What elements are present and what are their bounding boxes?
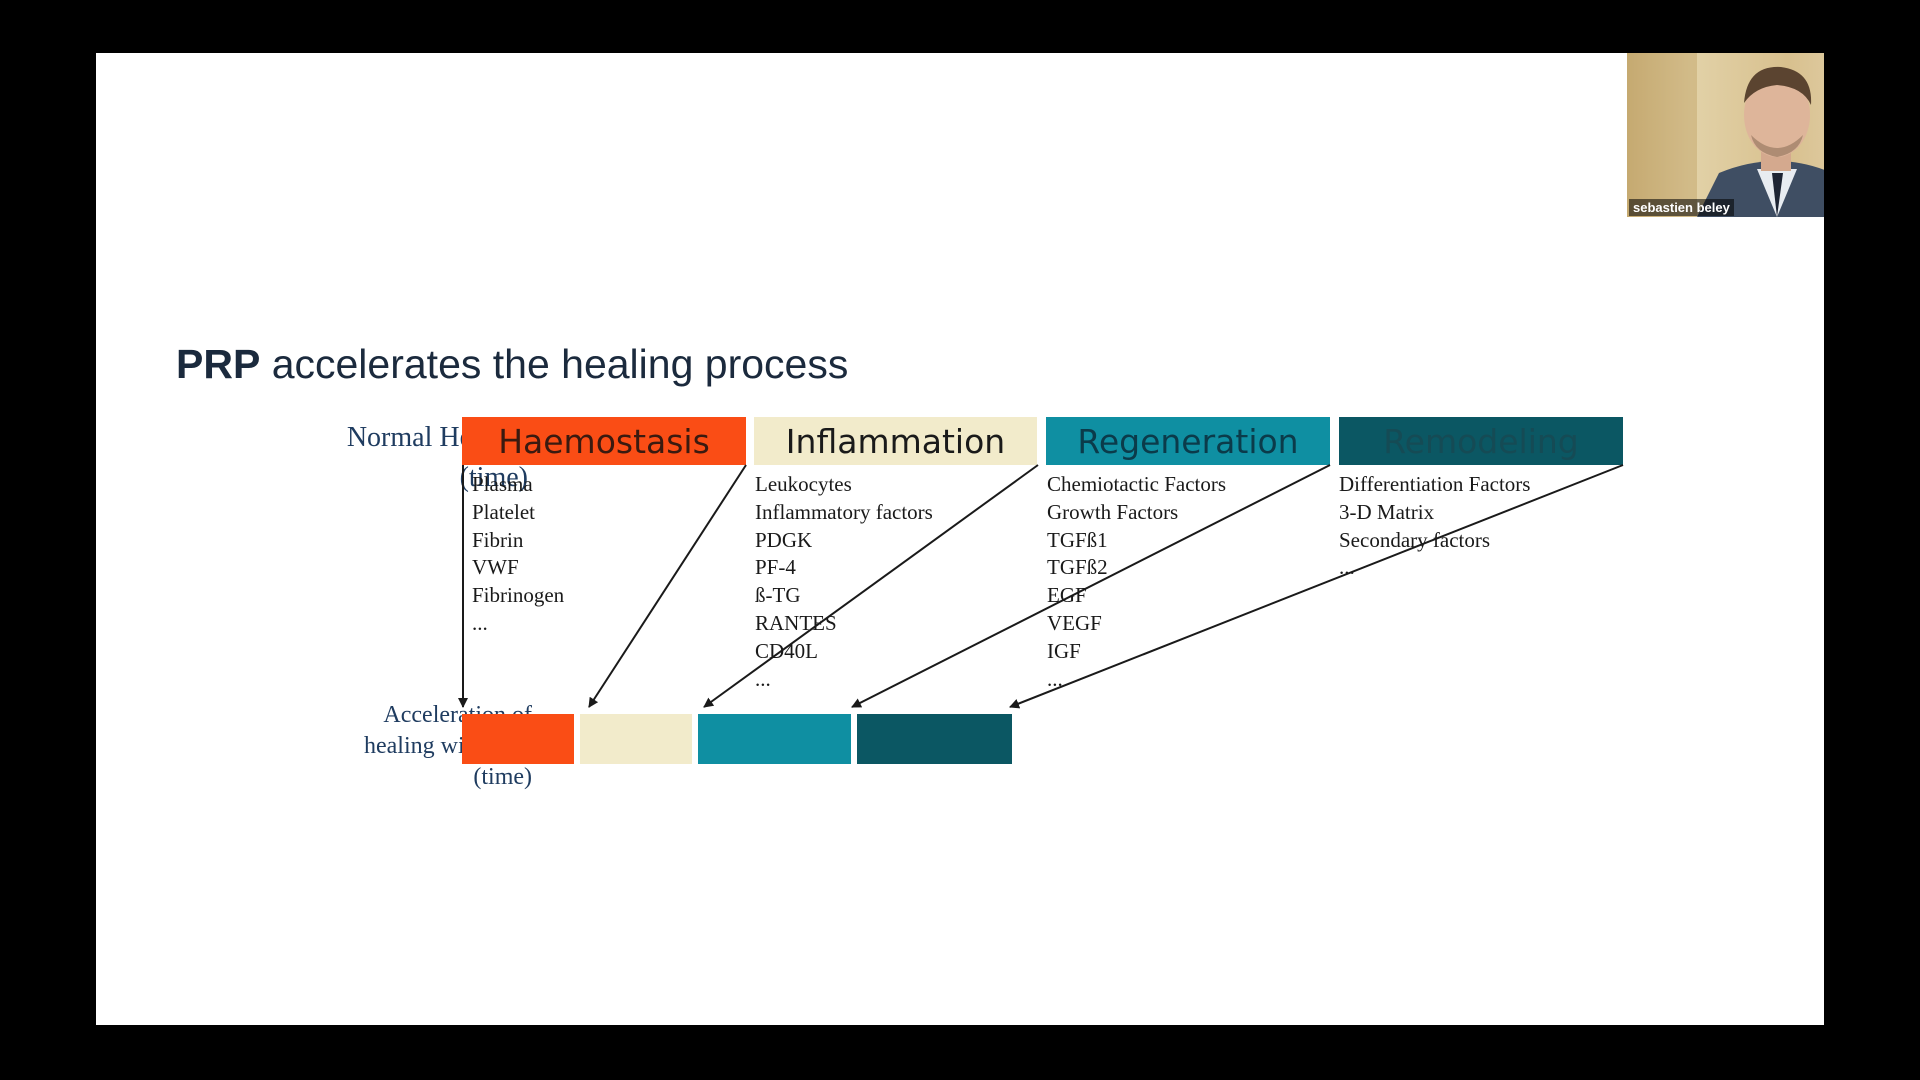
factor-item: ... <box>755 666 771 691</box>
participant-video <box>1627 53 1824 217</box>
factor-item: Differentiation Factors <box>1339 472 1531 496</box>
phase-header-inflammation: Inflammation <box>754 417 1037 465</box>
arrow-haemostasis-end <box>588 464 747 708</box>
factor-list-inflammation: Leukocytes Inflammatory factors PDGK PF-… <box>755 471 933 693</box>
factor-item: CD40L <box>755 638 818 663</box>
factor-list-haemostasis: Plasma Platelet Fibrin VWF Fibrinogen ..… <box>472 471 564 638</box>
factor-item: Plasma <box>472 472 533 496</box>
factor-item: RANTES <box>755 610 837 635</box>
factor-item: Leukocytes <box>755 472 852 496</box>
presentation-slide: PRP accelerates the healing process Norm… <box>96 53 1824 1025</box>
accel-block-regeneration <box>698 714 851 764</box>
factor-item: ... <box>1339 555 1355 580</box>
normal-healing-label-line: (time) <box>459 462 528 493</box>
factor-item: EGF <box>1047 583 1087 608</box>
factor-item: TGFß1 <box>1047 527 1108 552</box>
accel-block-haemostasis <box>462 714 574 764</box>
factor-item: ... <box>1047 666 1063 691</box>
factor-item: Fibrinogen <box>472 583 565 608</box>
factor-list-remodeling: Differentiation Factors 3-D Matrix Secon… <box>1339 471 1530 582</box>
factor-item: 3-D Matrix <box>1339 499 1435 524</box>
acceleration-label-line: (time) <box>473 764 532 790</box>
factor-item: IGF <box>1047 638 1081 663</box>
phase-header-haemostasis: Haemostasis <box>462 417 746 465</box>
factor-item: PDGK <box>755 527 813 552</box>
factor-item: Chemiotactic Factors <box>1047 472 1227 496</box>
slide-title-bold: PRP <box>176 341 261 387</box>
slide-title: PRP accelerates the healing process <box>176 341 848 388</box>
factor-item: VWF <box>472 555 519 580</box>
factor-item: Growth Factors <box>1047 499 1179 524</box>
phase-header-regeneration: Regeneration <box>1046 417 1330 465</box>
factor-item: Platelet <box>472 499 535 524</box>
accel-block-remodeling <box>857 714 1012 764</box>
factor-item: Fibrin <box>472 527 524 552</box>
factor-item: Inflammatory factors <box>755 499 933 524</box>
participant-name-label: sebastien beley <box>1629 199 1734 216</box>
phase-mapping-arrows <box>458 464 1624 709</box>
factor-item: TGFß2 <box>1047 555 1108 580</box>
webcam-video-tile[interactable]: sebastien beley <box>1627 53 1824 217</box>
accel-block-inflammation <box>580 714 692 764</box>
factor-item: VEGF <box>1047 610 1102 635</box>
factor-item: PF-4 <box>755 555 796 580</box>
phase-header-remodeling: Remodeling <box>1339 417 1623 465</box>
factor-item: Secondary factors <box>1339 527 1491 552</box>
factor-list-regeneration: Chemiotactic Factors Growth Factors TGFß… <box>1047 471 1226 693</box>
slide-title-rest: accelerates the healing process <box>260 341 849 387</box>
factor-item: ß-TG <box>755 583 801 608</box>
factor-item: ... <box>472 610 488 635</box>
